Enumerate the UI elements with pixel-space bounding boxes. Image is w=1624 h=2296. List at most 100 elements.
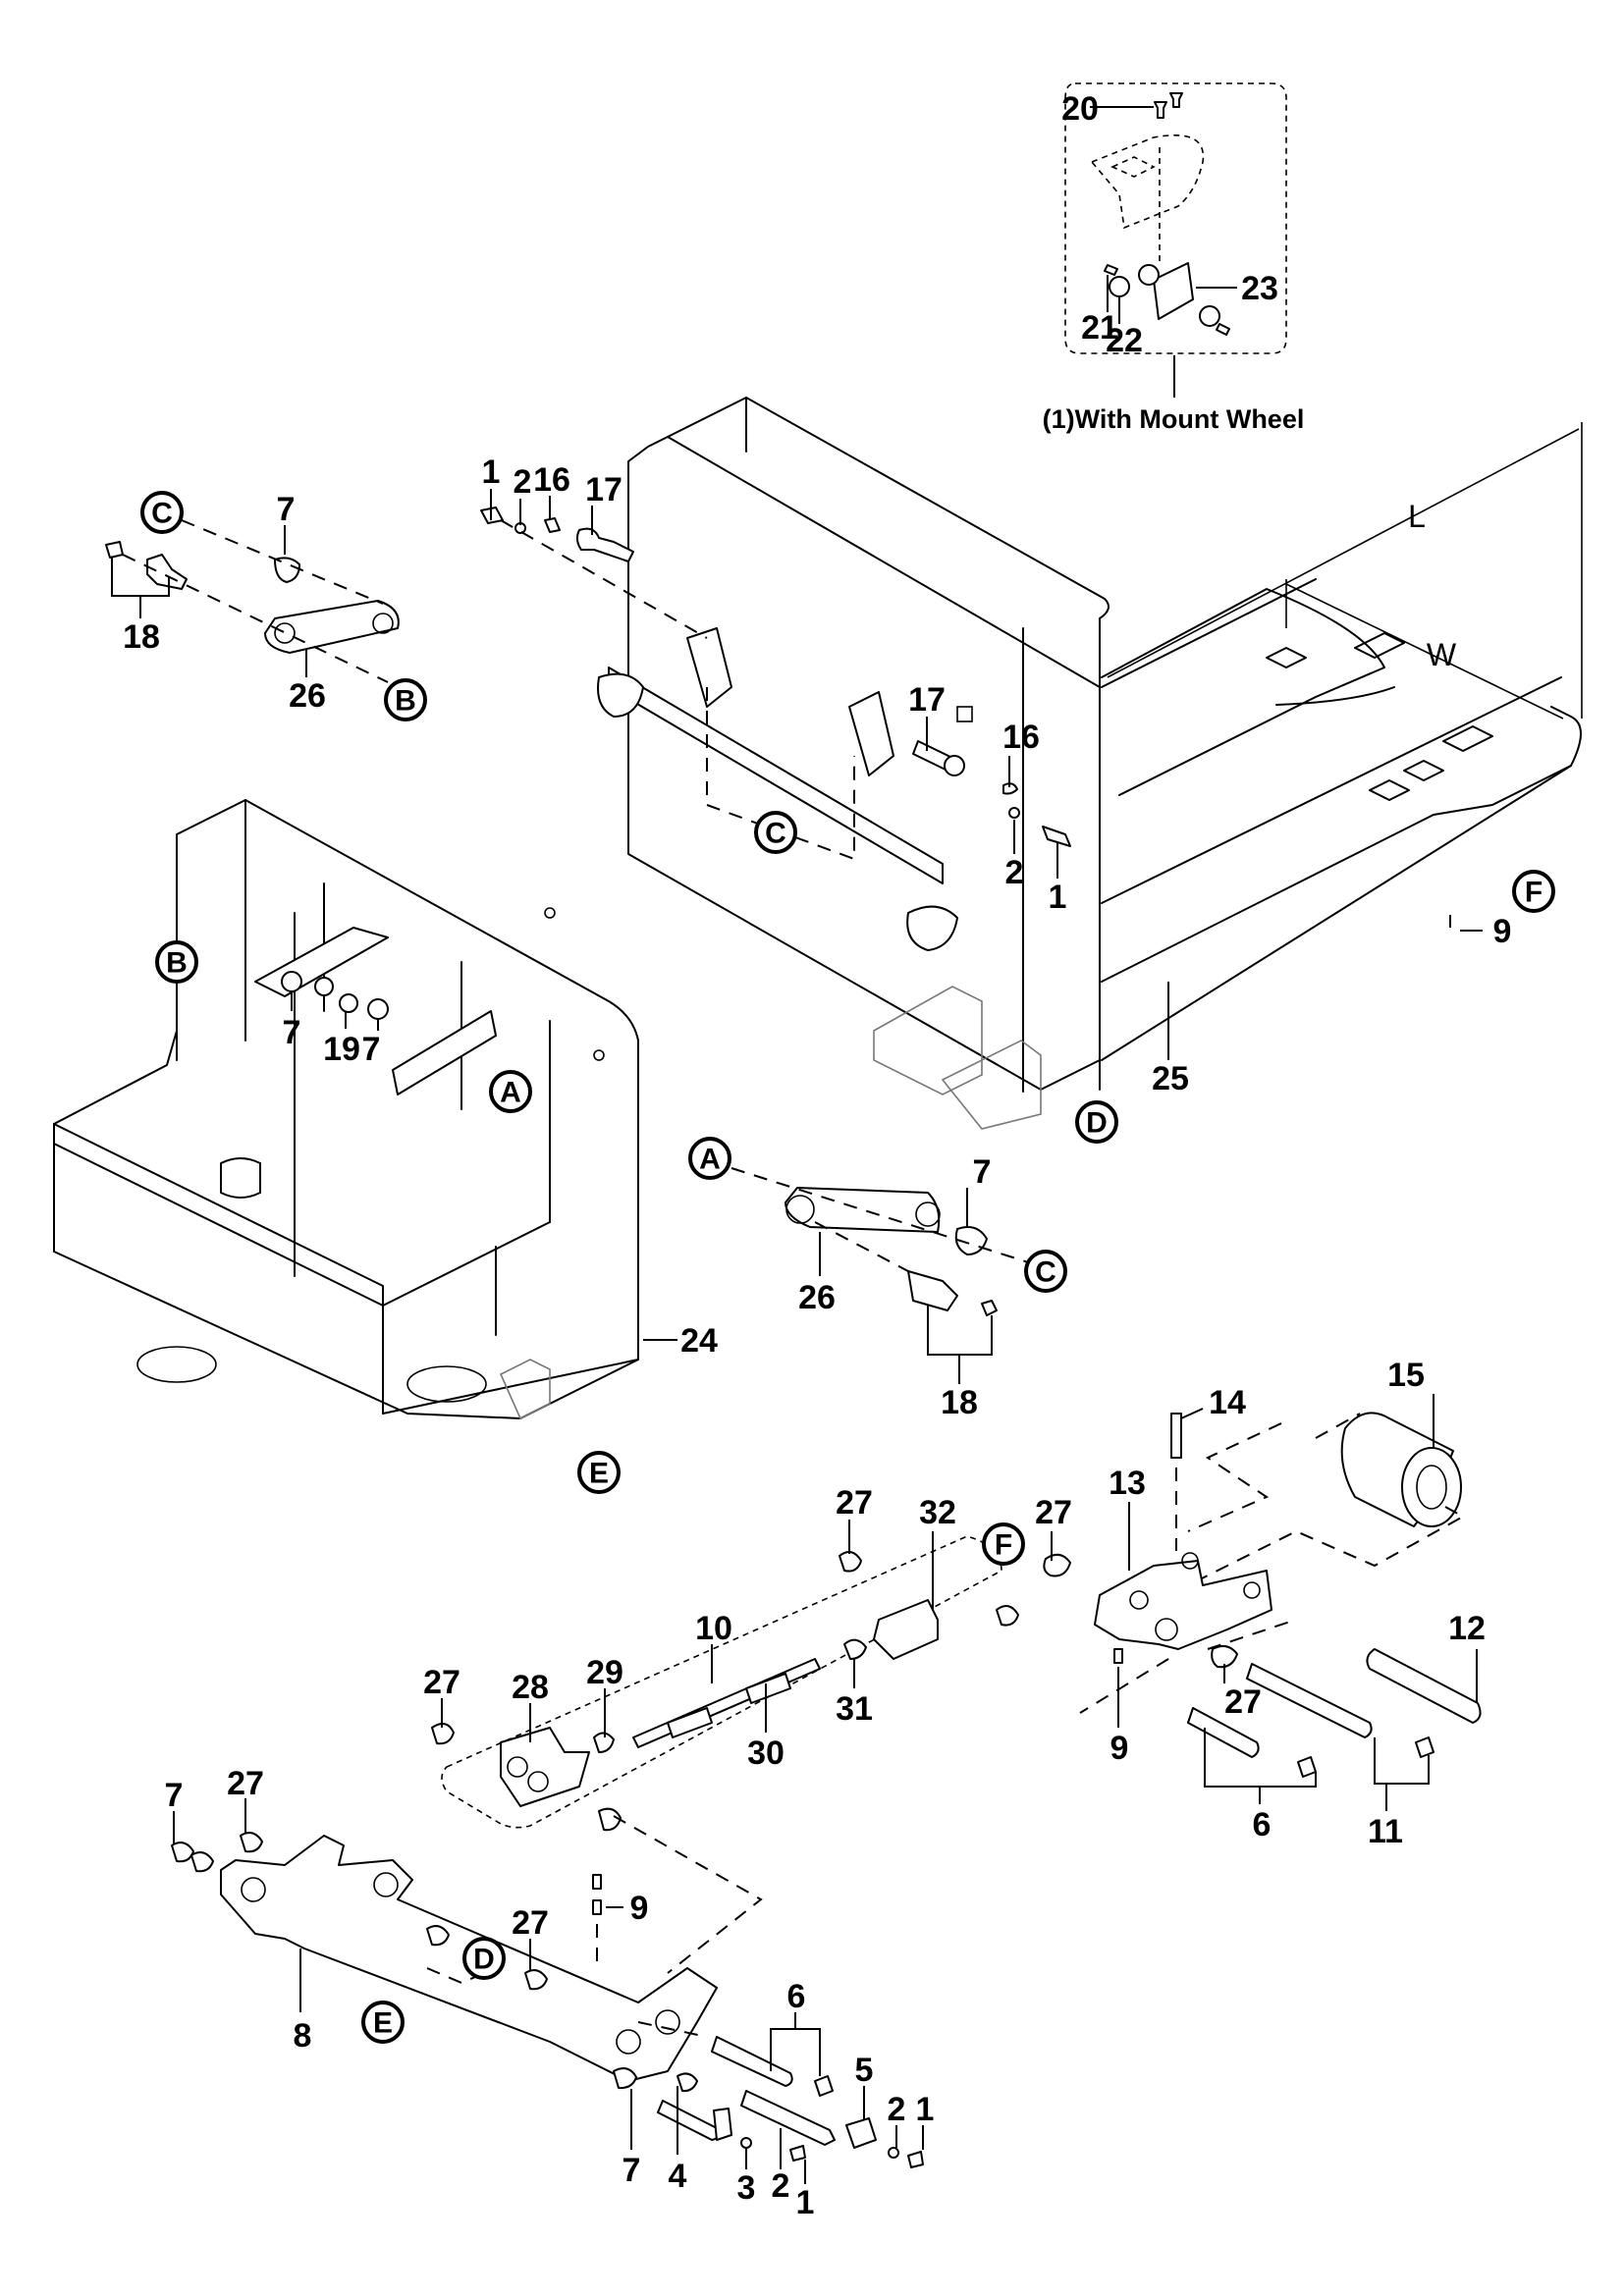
dimension-arrows: L W xyxy=(1107,422,1583,720)
svg-text:F: F xyxy=(1525,877,1543,909)
ref-marker-F-fork: F xyxy=(1512,870,1555,913)
svg-text:D: D xyxy=(473,1944,495,1976)
ref-marker-E-frame: E xyxy=(577,1451,621,1494)
callout-8: 8 xyxy=(294,2017,312,2055)
callout-27: 27 xyxy=(423,1664,460,1701)
callout-7: 7 xyxy=(973,1153,992,1191)
svg-text:C: C xyxy=(151,498,173,530)
callout-27: 27 xyxy=(512,1904,549,1942)
callout-2: 2 xyxy=(514,463,532,501)
ref-marker-A-link: A xyxy=(688,1137,731,1180)
callout-30: 30 xyxy=(747,1735,785,1772)
ref-marker-C-link: C xyxy=(1024,1250,1067,1293)
lower-pins xyxy=(613,2021,924,2168)
inset-caption: (1)With Mount Wheel xyxy=(1043,404,1305,434)
cover-window xyxy=(1110,156,1156,178)
ref-marker-C-box: C xyxy=(754,811,797,854)
callout-12: 12 xyxy=(1448,1610,1486,1647)
callout-29: 29 xyxy=(586,1654,623,1691)
roller-lower xyxy=(1199,305,1220,327)
svg-text:C: C xyxy=(1035,1256,1056,1289)
callout-25: 25 xyxy=(1152,1060,1189,1097)
callout-7: 7 xyxy=(277,491,296,528)
svg-text:A: A xyxy=(500,1077,521,1109)
roller-22 xyxy=(1109,276,1130,297)
callout-numbers: 1 2 16 17 17 16 2 1 7 18 26 7 19 7 9 25 … xyxy=(123,454,1511,2221)
ref-marker-E-axle: E xyxy=(361,2001,405,2044)
ref-marker-D-axle: D xyxy=(462,1937,506,1980)
main-frame-24 xyxy=(53,799,639,1420)
callout-7: 7 xyxy=(283,1014,301,1051)
callout-31: 31 xyxy=(836,1690,873,1728)
callout-1: 1 xyxy=(1049,879,1067,916)
fork-frame-25 xyxy=(597,397,1582,1130)
callout-2: 2 xyxy=(772,2167,790,2205)
leader-lines xyxy=(111,489,1483,2184)
callout-7: 7 xyxy=(362,1031,381,1068)
callout-19: 19 xyxy=(323,1031,360,1068)
callout-1: 1 xyxy=(796,2184,815,2221)
callout-9: 9 xyxy=(1110,1730,1129,1767)
ref-marker-F-rocker: F xyxy=(982,1522,1025,1566)
ref-marker-D-fork: D xyxy=(1075,1100,1118,1144)
callout-6: 6 xyxy=(787,1978,806,2015)
callout-11: 11 xyxy=(1368,1813,1403,1850)
dimension-W: W xyxy=(1427,637,1457,672)
svg-text:D: D xyxy=(1086,1107,1108,1140)
callout-24: 24 xyxy=(680,1322,718,1360)
callout-28: 28 xyxy=(512,1669,549,1706)
svg-text:C: C xyxy=(765,818,786,850)
callout-7: 7 xyxy=(165,1777,184,1814)
link-26-middle xyxy=(731,1167,1042,1316)
reference-markers: C B C F B A D A C E F D E xyxy=(140,491,1555,2044)
callout-18: 18 xyxy=(941,1384,978,1421)
callout-15: 15 xyxy=(1387,1357,1425,1394)
callout-6: 6 xyxy=(1253,1806,1272,1843)
callout-23: 23 xyxy=(1241,270,1278,307)
callout-27: 27 xyxy=(836,1484,873,1522)
callout-20: 20 xyxy=(1061,90,1099,128)
callout-22: 22 xyxy=(1106,322,1143,359)
callout-7: 7 xyxy=(623,2152,641,2189)
roller-assembly xyxy=(1043,1412,1482,1778)
callout-5: 5 xyxy=(855,2052,874,2089)
callout-13: 13 xyxy=(1109,1465,1146,1502)
callout-21: 21 xyxy=(1081,309,1118,347)
callout-10: 10 xyxy=(695,1610,732,1647)
callout-26: 26 xyxy=(289,677,326,715)
callout-17: 17 xyxy=(908,681,946,719)
callout-27: 27 xyxy=(1035,1494,1072,1531)
screw-lower xyxy=(1216,323,1230,336)
link-26-upper xyxy=(105,519,400,683)
callout-32: 32 xyxy=(919,1494,956,1531)
svg-text:F: F xyxy=(995,1529,1012,1562)
ref-marker-A-frame: A xyxy=(489,1070,532,1113)
dimension-L: L xyxy=(1408,499,1426,534)
cover-outline xyxy=(1090,133,1205,230)
svg-text:E: E xyxy=(589,1458,609,1490)
svg-text:B: B xyxy=(166,947,188,980)
callout-2: 2 xyxy=(888,2091,906,2128)
callout-4: 4 xyxy=(669,2158,687,2195)
callout-16: 16 xyxy=(533,461,570,499)
callout-1: 1 xyxy=(916,2091,935,2128)
screw-21 xyxy=(1104,264,1118,276)
callout-9: 9 xyxy=(630,1890,649,1927)
callout-18: 18 xyxy=(123,618,160,656)
roller-upper xyxy=(1138,264,1160,286)
callout-2: 2 xyxy=(1005,854,1024,891)
callout-27: 27 xyxy=(1224,1683,1262,1721)
callout-17: 17 xyxy=(585,471,623,508)
bracket-23 xyxy=(1153,262,1194,320)
mount-wheel-inset: 20 23 21 22 (1)With Mount Wheel xyxy=(1043,82,1305,434)
screw-20 xyxy=(1154,92,1183,119)
callout-16: 16 xyxy=(1002,719,1040,756)
callout-27: 27 xyxy=(227,1765,264,1802)
ref-marker-B-top: B xyxy=(384,678,427,721)
ref-marker-C-top: C xyxy=(140,491,184,534)
callout-14: 14 xyxy=(1209,1384,1246,1421)
svg-text:E: E xyxy=(373,2007,393,2040)
ref-marker-B-frame: B xyxy=(155,940,198,984)
svg-text:B: B xyxy=(395,685,416,718)
